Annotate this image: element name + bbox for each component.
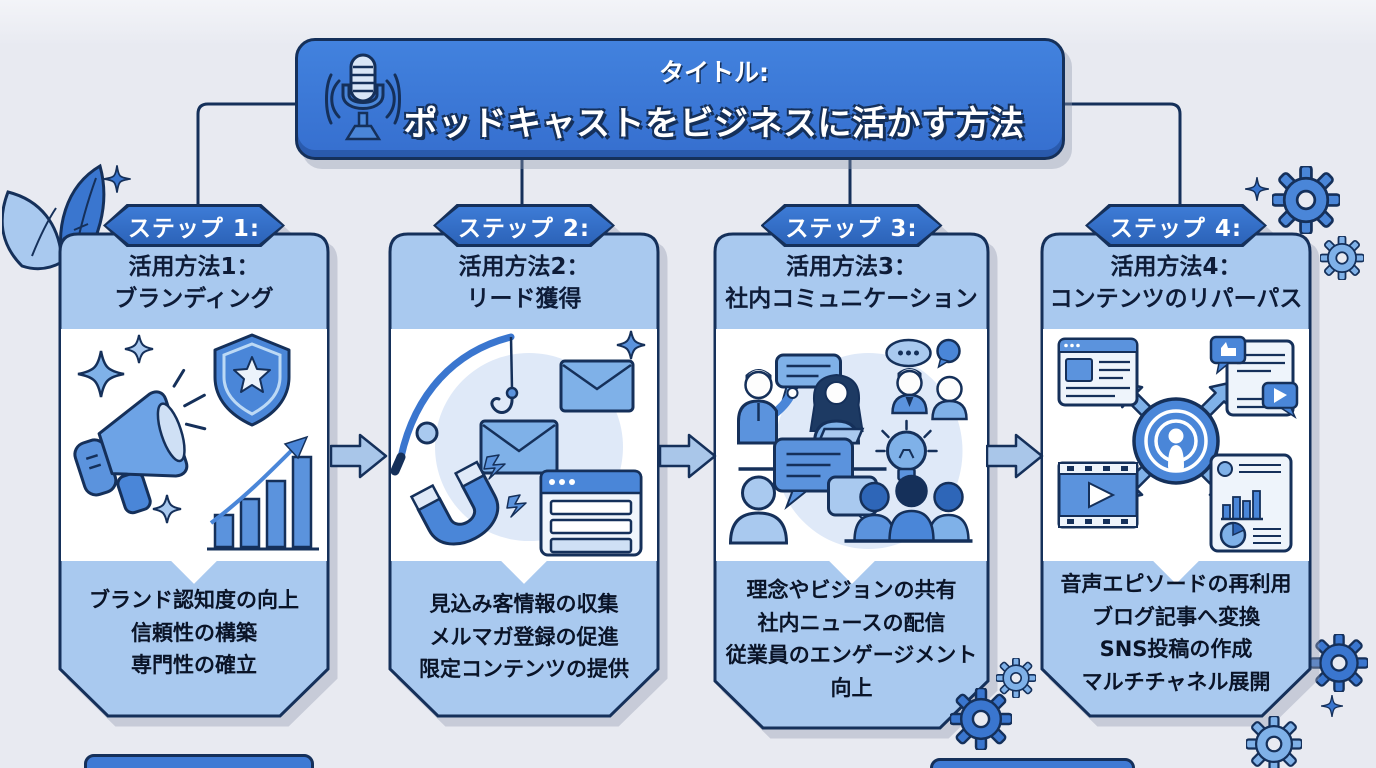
sparkle-icon	[1244, 176, 1270, 202]
blog-article-icon	[1057, 337, 1139, 407]
growth-bar-chart-icon	[207, 435, 319, 551]
card-title: 活用方法2： リード獲得	[458, 254, 590, 313]
flow-arrow-icon	[986, 433, 1044, 479]
gear-icon	[950, 688, 1012, 750]
branding-illustration	[73, 333, 319, 551]
analytics-report-icon	[1209, 453, 1293, 553]
card-title: 活用方法3： 社内コミュニケーション	[725, 254, 978, 313]
step-badge-3: ステップ 3:	[760, 204, 943, 247]
card-base-bar	[930, 758, 1135, 768]
envelope-icon	[479, 419, 559, 475]
magnet-icon	[409, 460, 499, 546]
step-badge-4: ステップ 4:	[1085, 204, 1267, 247]
gear-icon	[1246, 716, 1302, 768]
step-card-4: ステップ 4: 活用方法4： コンテンツのリパーパス	[1040, 204, 1312, 718]
speech-dots-icon	[885, 338, 968, 421]
meeting-people-icon	[737, 353, 887, 471]
sparkle-icon	[1320, 694, 1344, 718]
gear-icon	[1272, 166, 1340, 234]
signup-form-icon	[539, 469, 643, 557]
lightbulb-icon	[875, 419, 938, 482]
internal-comms-illustration	[728, 338, 973, 549]
sparkle-icon	[616, 330, 646, 360]
step-badge-label: ステップ 4:	[1088, 207, 1264, 244]
page-title: ポッドキャストをビジネスに活かす方法	[403, 104, 1025, 144]
card-points: 音声エピソードの再利用 ブログ記事へ変換 SNS投稿の作成 マルチチャネル展開	[1060, 572, 1292, 694]
card-points: 見込み客情報の収集 メルマガ登録の促進 限定コンテンツの提供	[419, 592, 629, 682]
step-badge-1: ステップ 1:	[103, 204, 285, 247]
person-icon	[728, 475, 789, 545]
social-post-icon	[1209, 335, 1299, 419]
envelope-icon	[559, 359, 635, 413]
lightning-icon	[483, 454, 527, 518]
step-card-1: ステップ 1: 活用方法1： ブランディング	[58, 204, 330, 718]
card-title: 活用方法1： ブランディング	[114, 254, 274, 313]
illustration-panel	[716, 329, 987, 561]
step-card-2: ステップ 2: 活用方法2： リード獲得	[388, 204, 660, 718]
avatar	[931, 375, 968, 421]
card-points: 理念やビジョンの共有 社内ニュースの配信 従業員のエンゲージメント向上	[725, 578, 978, 700]
illustration-panel	[391, 329, 657, 561]
repurpose-illustration	[1057, 335, 1299, 553]
flow-arrow-icon	[330, 433, 388, 479]
lead-gen-illustration	[391, 330, 646, 557]
flow-arrow-icon	[659, 433, 717, 479]
card-title: 活用方法4： コンテンツのリパーパス	[1049, 254, 1303, 313]
sparkle-icon	[102, 164, 132, 194]
title-banner: タイトル: ポッドキャストをビジネスに活かす方法	[295, 38, 1065, 160]
step-card-3: ステップ 3: 活用方法3： 社内コミュニケーション	[713, 204, 990, 730]
gear-icon	[1310, 634, 1368, 692]
microphone-icon	[325, 53, 401, 141]
shield-star-icon	[213, 333, 291, 427]
step-badge-label: ステップ 2:	[436, 207, 612, 244]
card-points: ブランド認知度の向上 信頼性の構築 専門性の確立	[89, 588, 299, 678]
podcast-distribution-icon	[1132, 397, 1220, 485]
fishing-rod-icon	[391, 333, 519, 476]
sparkles-icon	[77, 334, 182, 524]
step-badge-2: ステップ 2:	[433, 204, 615, 247]
audience-icon	[844, 474, 973, 543]
megaphone-icon	[73, 368, 207, 515]
card-base-bar	[84, 754, 314, 768]
step-badge-label: ステップ 1:	[106, 207, 282, 244]
gear-icon	[1320, 236, 1364, 280]
avatar	[891, 368, 928, 415]
banner-label: タイトル:	[659, 58, 769, 87]
illustration-panel	[61, 329, 327, 561]
illustration-panel	[1043, 329, 1309, 561]
step-badge-label: ステップ 3:	[763, 207, 940, 244]
video-player-icon	[1057, 461, 1139, 529]
